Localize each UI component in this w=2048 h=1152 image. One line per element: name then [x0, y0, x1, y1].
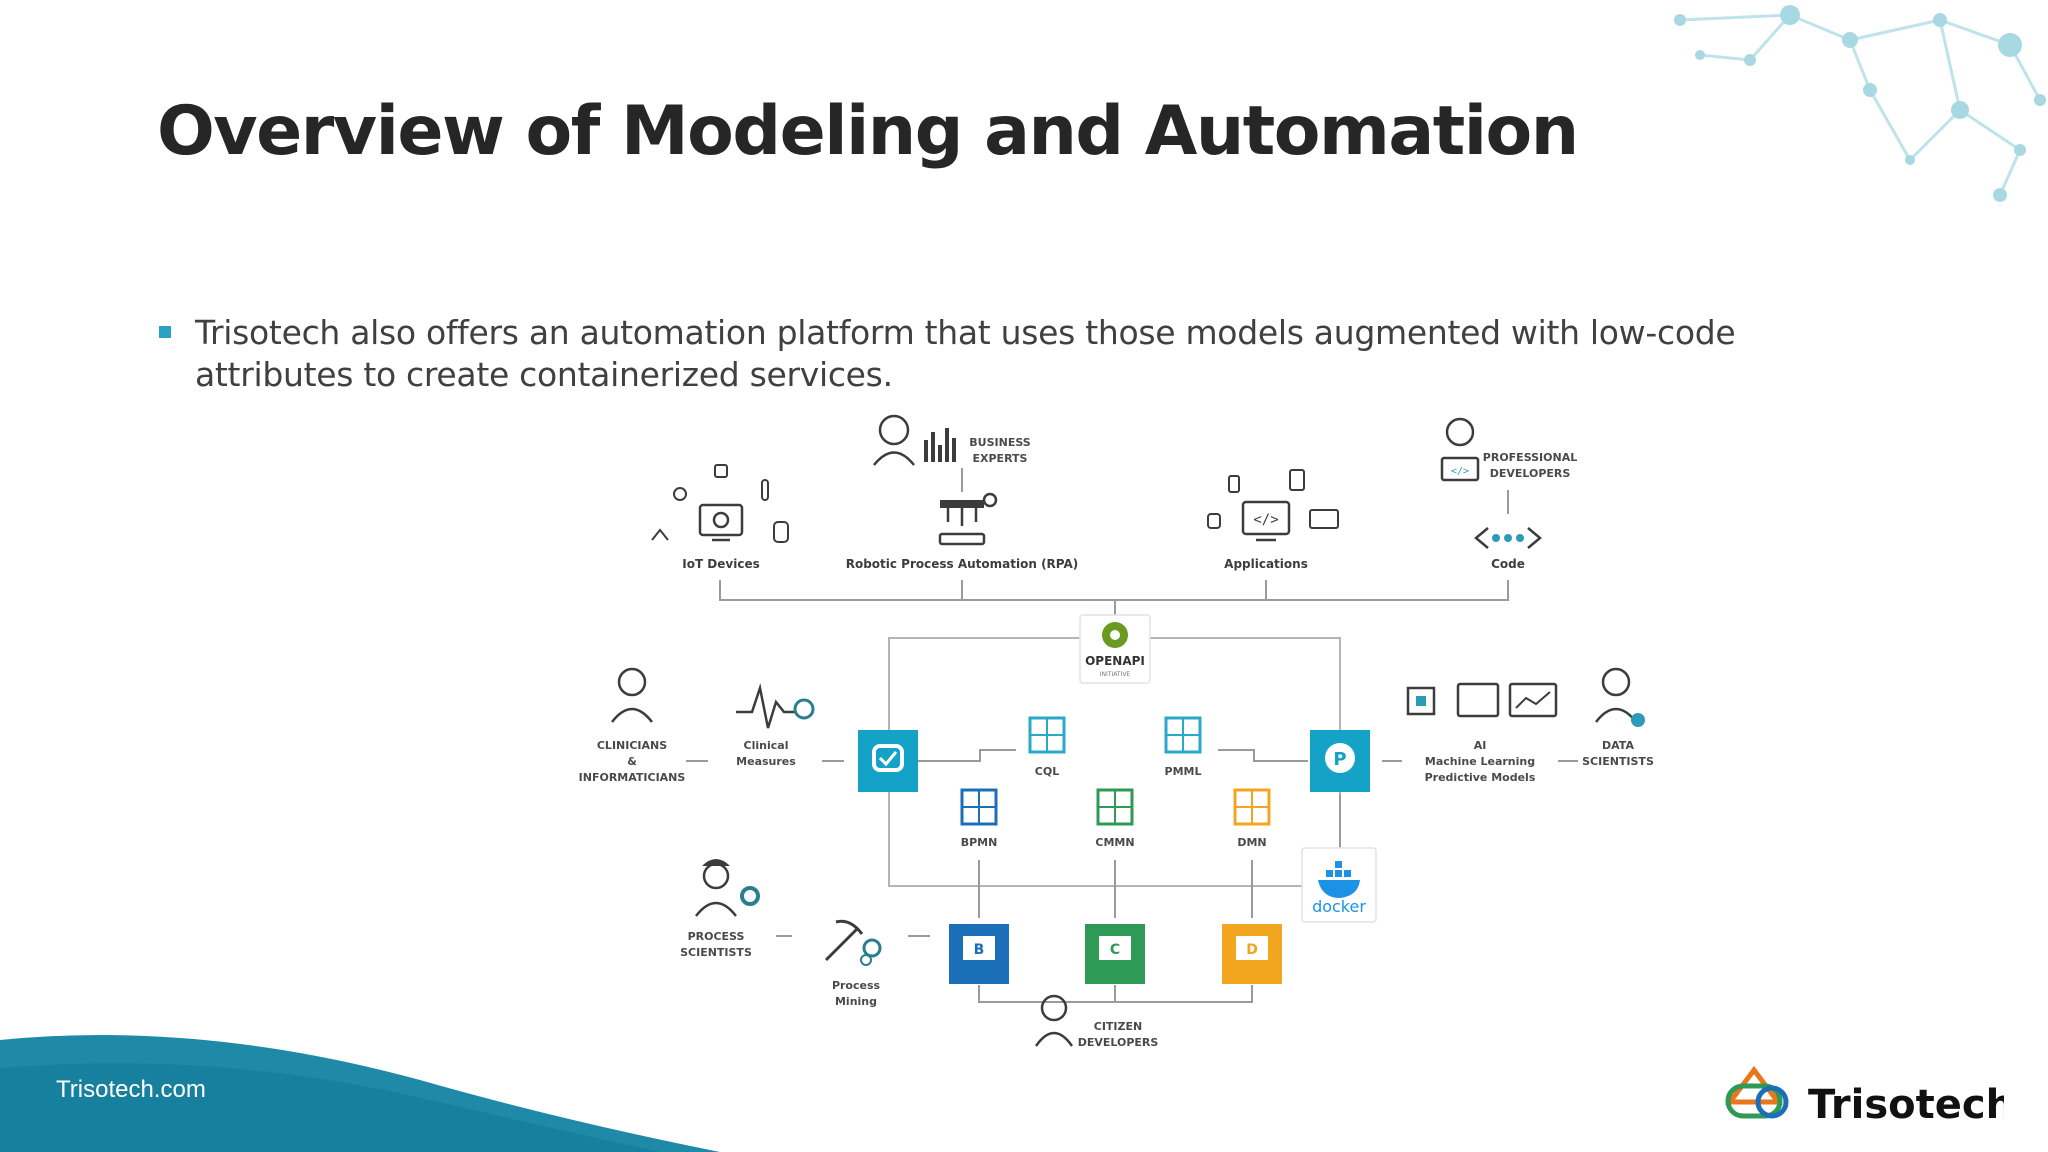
- data-scientists-group: DATA SCIENTISTS: [1582, 667, 1654, 768]
- brand-name: Trisotech: [1808, 1082, 2004, 1128]
- cmmn-modeler-letter: C: [1110, 942, 1120, 958]
- ai-line1: AI: [1474, 739, 1487, 752]
- code-group: Code: [1474, 527, 1542, 571]
- connector-lines: [686, 468, 1578, 1003]
- footer-website: Trisotech.com: [56, 1076, 206, 1103]
- code-label: Code: [1491, 557, 1525, 571]
- bpmn-label: BPMN: [961, 836, 998, 849]
- slide-title: Overview of Modeling and Automation: [157, 92, 1579, 171]
- professional-developers-line2: DEVELOPERS: [1490, 467, 1571, 480]
- square-bullet-icon: [159, 326, 171, 338]
- cmmn-cube-icon: CMMN: [1095, 788, 1135, 849]
- process-mining-line2: Mining: [835, 995, 877, 1008]
- clinicians-line1: CLINICIANS: [597, 739, 667, 752]
- data-scientists-line2: SCIENTISTS: [1582, 755, 1654, 768]
- business-experts-group: BUSINESS EXPERTS: [873, 414, 1031, 490]
- bpmn-cube-icon: BPMN: [960, 788, 998, 849]
- data-scientists-line1: DATA: [1602, 739, 1634, 752]
- trisotech-logo-icon: [1725, 1065, 1789, 1119]
- ai-line2: Machine Learning: [1425, 755, 1535, 768]
- footer-wave: [0, 1035, 720, 1152]
- process-scientists-line1: PROCESS: [688, 930, 745, 943]
- clinical-measures-line2: Measures: [736, 755, 796, 768]
- dmn-modeler-box: D: [1222, 924, 1282, 984]
- model-icons: CQL PMML BPMN CMMN DMN: [960, 716, 1271, 849]
- openapi-label: OPENAPI: [1085, 654, 1145, 668]
- brand-logo: Trisotech: [1725, 1065, 2004, 1128]
- cmmn-label: CMMN: [1095, 836, 1134, 849]
- process-mining-group: Process Mining: [824, 919, 882, 1008]
- dmn-label: DMN: [1237, 836, 1266, 849]
- svg-text:</>: </>: [1451, 466, 1469, 477]
- applications-group: </> Applications: [1207, 469, 1339, 571]
- bullet-text: Trisotech also offers an automation plat…: [195, 313, 1736, 394]
- business-experts-line2: EXPERTS: [973, 452, 1028, 465]
- clinicians-group: CLINICIANS & INFORMATICIANS: [579, 667, 686, 784]
- cql-tool-box: [858, 730, 918, 792]
- citizen-developers-group: CITIZEN DEVELOPERS: [1034, 994, 1159, 1049]
- dmn-modeler-letter: D: [1246, 942, 1258, 958]
- citizen-developers-line2: DEVELOPERS: [1078, 1036, 1159, 1049]
- cql-label: CQL: [1035, 765, 1059, 778]
- professional-developers-line1: PROFESSIONAL: [1483, 451, 1577, 464]
- pmml-cube-icon: PMML: [1164, 716, 1202, 778]
- docker-label: docker: [1312, 897, 1366, 916]
- openapi-sub: INITIATIVE: [1100, 671, 1131, 678]
- network-decoration: [1674, 5, 2046, 202]
- cql-cube-icon: CQL: [1028, 716, 1066, 778]
- clinicians-line3: INFORMATICIANS: [579, 771, 686, 784]
- rpa-group: Robotic Process Automation (RPA): [846, 492, 1079, 571]
- citizen-developers-line1: CITIZEN: [1094, 1020, 1142, 1033]
- bpmn-modeler-letter: B: [974, 942, 985, 958]
- process-scientists-group: PROCESS SCIENTISTS: [680, 859, 760, 959]
- svg-text:P: P: [1333, 749, 1346, 770]
- cmmn-modeler-box: C: [1085, 924, 1145, 984]
- svg-text:</>: </>: [1253, 512, 1278, 528]
- clinical-measures-group: Clinical Measures: [736, 683, 815, 768]
- iot-label: IoT Devices: [682, 557, 760, 571]
- dmn-cube-icon: DMN: [1233, 788, 1271, 849]
- ai-line3: Predictive Models: [1425, 771, 1536, 784]
- professional-developers-group: </> PROFESSIONAL DEVELOPERS: [1440, 417, 1577, 482]
- ai-models-group: AI Machine Learning Predictive Models: [1406, 682, 1558, 784]
- bpmn-modeler-box: B: [949, 924, 1009, 984]
- process-mining-line1: Process: [832, 979, 881, 992]
- docker-card: docker: [1301, 847, 1377, 923]
- clinical-measures-line1: Clinical: [744, 739, 789, 752]
- iot-devices-group: IoT Devices: [651, 464, 789, 571]
- pmml-label: PMML: [1165, 765, 1202, 778]
- rpa-label: Robotic Process Automation (RPA): [846, 557, 1079, 571]
- applications-label: Applications: [1224, 557, 1308, 571]
- clinicians-line2: &: [627, 755, 637, 768]
- openapi-card: OPENAPI INITIATIVE: [1079, 614, 1151, 684]
- process-scientists-line2: SCIENTISTS: [680, 946, 752, 959]
- business-experts-line1: BUSINESS: [969, 436, 1030, 449]
- pmml-tool-box: P: [1310, 730, 1370, 792]
